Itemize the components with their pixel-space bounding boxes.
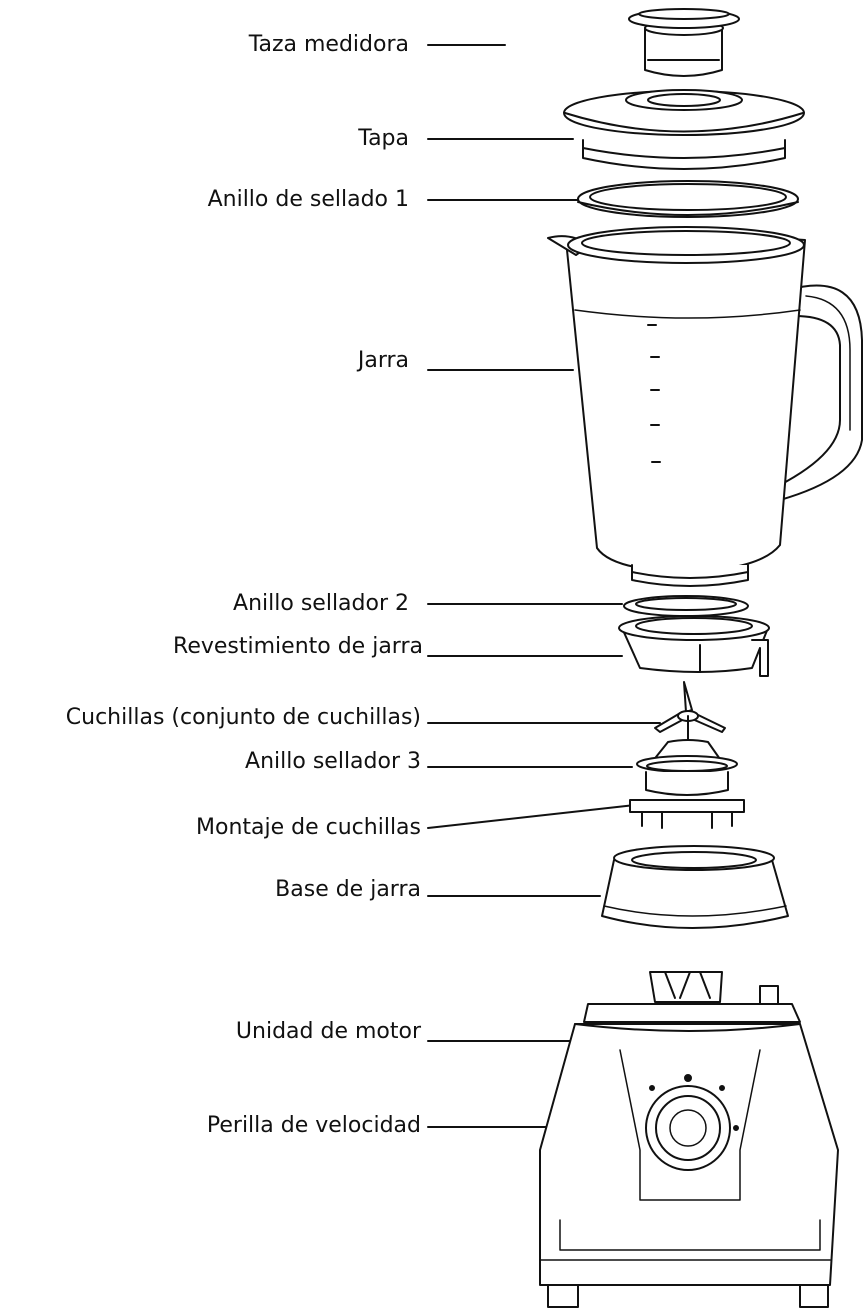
label-sealing-ring-2: Anillo sellador 2 [233, 591, 409, 616]
jar-base-drawing [601, 845, 789, 929]
label-sealing-ring-3: Anillo sellador 3 [245, 749, 421, 774]
label-jar: Jarra [357, 348, 409, 373]
label-lid: Tapa [358, 126, 409, 151]
label-blade-mount: Montaje de cuchillas [196, 815, 421, 840]
label-motor-unit: Unidad de motor [235, 1019, 421, 1044]
sealing-ring-1-drawing [577, 180, 799, 218]
label-sealing-ring-1: Anillo de sellado 1 [207, 187, 409, 212]
speed-knob-drawing [645, 1074, 739, 1171]
measuring-cup-drawing [628, 8, 740, 77]
label-jar-sleeve: Revestimiento de jarra [173, 634, 423, 659]
jar-drawing [547, 226, 863, 587]
label-blades: Cuchillas (conjunto de cuchillas) [65, 705, 421, 730]
label-jar-base: Base de jarra [275, 877, 421, 902]
blade-mount-drawing [629, 739, 745, 829]
sealing-ring-2-drawing [623, 595, 749, 617]
leader-lines [427, 44, 661, 1128]
jar-sleeve-drawing [618, 615, 770, 677]
label-measuring-cup: Taza medidora [248, 32, 409, 57]
leader-blade-mount [427, 804, 636, 829]
blades-drawing [654, 681, 726, 743]
lid-drawing [563, 89, 805, 170]
label-speed-knob: Perilla de velocidad [206, 1113, 421, 1138]
